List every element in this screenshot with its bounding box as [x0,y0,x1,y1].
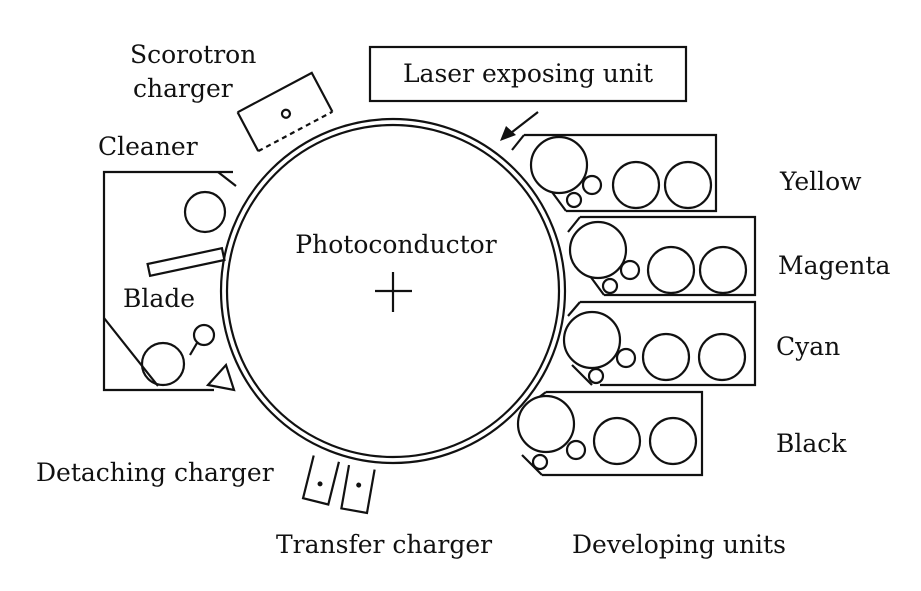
photoconductor-label: Photoconductor [295,230,496,259]
cleaner-label: Cleaner [98,132,198,161]
scorotron-charger [236,71,334,153]
developing-units-label: Developing units [572,530,786,559]
transfer-charger [340,464,376,515]
magenta-label: Magenta [778,251,890,280]
scorotron-label-line1: Scorotron [130,40,256,69]
detaching-charger [301,455,341,506]
blade-label: Blade [123,284,195,313]
laser-label: Laser exposing unit [403,59,653,88]
developing-unit-cyan [562,300,757,387]
photoconductor-drum [219,117,567,465]
black-label: Black [776,429,847,458]
developing-unit-magenta [567,215,757,297]
detaching-charger-label: Detaching charger [36,458,274,487]
developing-unit-black [516,390,704,477]
transfer-charger-label: Transfer charger [276,530,492,559]
drum-center-cross [375,272,412,312]
laser-arrow [500,111,539,141]
scorotron-label-line2: charger [133,74,233,103]
cleaner-unit [102,170,237,392]
cyan-label: Cyan [776,332,840,361]
laser-exposing-unit-box [368,45,688,103]
yellow-label: Yellow [779,167,862,196]
developing-unit-yellow [511,133,718,213]
